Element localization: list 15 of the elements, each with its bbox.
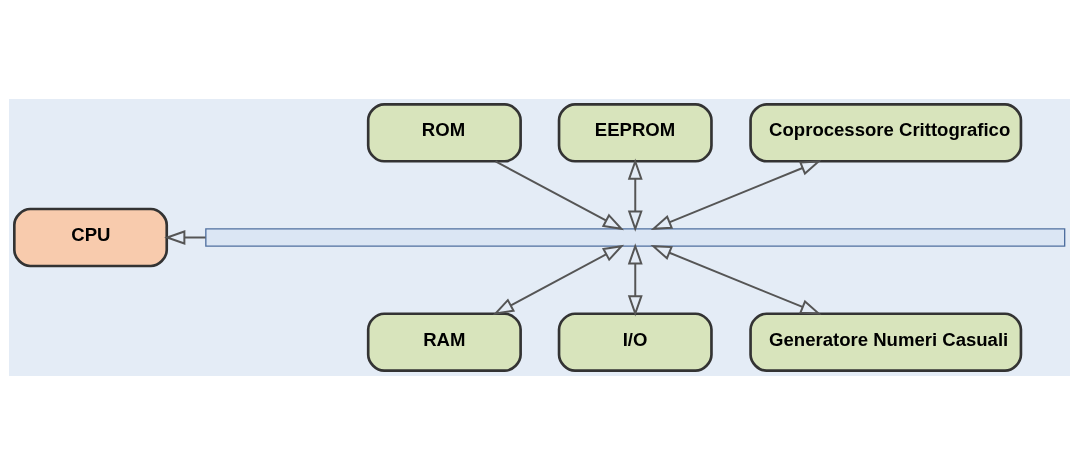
node-bar (205, 228, 1066, 247)
node-box: CPU (13, 207, 169, 268)
arrow (494, 160, 625, 231)
arrow (650, 245, 822, 315)
arrow (627, 158, 643, 232)
node-box: Generatore Numeri Casuali (749, 312, 1023, 373)
node-box: I/O (557, 312, 713, 373)
node-box: ROM (366, 102, 522, 163)
arrow (164, 230, 207, 245)
node-box: Coprocessore Crittografico (749, 102, 1023, 163)
arrow (650, 160, 822, 230)
arrow (492, 244, 625, 315)
node-box: RAM (366, 312, 522, 373)
node-box: EEPROM (557, 102, 713, 163)
arrow (627, 243, 643, 317)
